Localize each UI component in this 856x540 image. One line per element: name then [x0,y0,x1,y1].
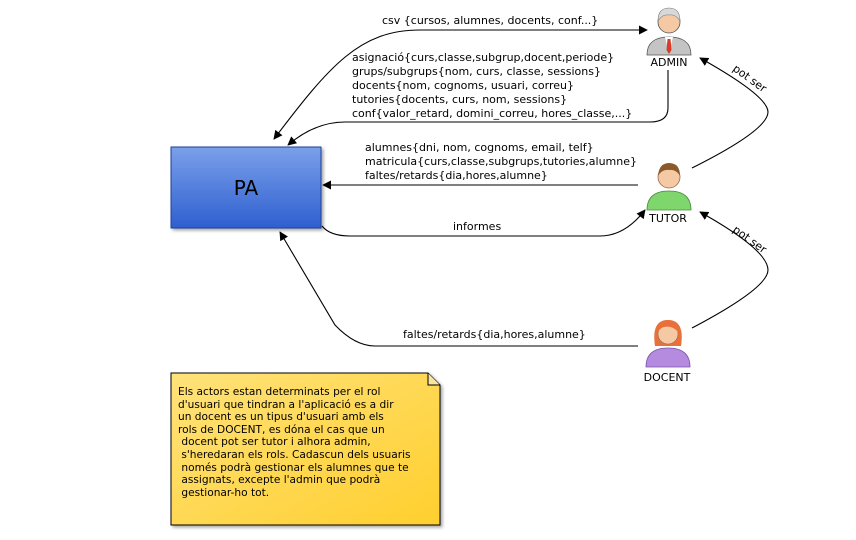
edge-informes-label: informes [453,220,501,233]
edge-admin-to-pa-labels: asignació{curs,classe,subgrup,docent,per… [352,51,632,120]
docent-label: DOCENT [644,371,691,384]
note-line: gestionar-ho tot. [178,486,270,499]
edge-pot-ser-label: pot ser [730,223,769,256]
tutor-label: TUTOR [648,212,687,225]
edge-informes [321,209,646,237]
admin-label: ADMIN [651,56,688,69]
tutor-user-icon [646,163,692,211]
tutor-data-line: alumnes{dni, nom, cognoms, email, telf} [365,141,594,154]
note-line: s'heredaran els rols. Cadascun dels usua… [178,448,411,461]
docent-user-icon [645,320,691,368]
admin-user-icon [646,7,692,56]
edge-docent-to-pa [279,231,638,347]
edge-tutor-pot-ser-admin [691,57,769,169]
pa-label: PA [234,176,259,200]
tutor-data-line: matricula{curs,classe,subgrups,tutories,… [365,155,637,168]
edge-docent-pot-ser-tutor [691,211,769,329]
admin-data-line: asignació{curs,classe,subgrup,docent,per… [352,51,614,64]
admin-data-line: grups/subgrups{nom, curs, classe, sessio… [352,65,601,78]
actor-admin: ADMIN [646,7,692,69]
actor-tutor: TUTOR [646,163,692,225]
tutor-data-line: faltes/retards{dia,hores,alumne} [365,169,548,182]
actor-docent: DOCENT [644,320,691,384]
note-line: assignats, excepte l'admin que podrà [178,474,381,487]
edge-docent-to-pa-label: faltes/retards{dia,hores,alumne} [403,328,586,341]
pa-node: PA [170,146,322,229]
edge-csv-label: csv {cursos, alumnes, docents, conf...} [382,14,598,27]
edge-tutor-to-pa-labels: alumnes{dni, nom, cognoms, email, telf} … [365,141,637,182]
admin-data-line: docents{nom, cognoms, usuari, correu} [352,79,574,92]
edge-csv [273,25,648,140]
note-box [170,372,441,526]
admin-data-line: conf{valor_retard, domini_correu, hores_… [352,107,632,120]
edge-pot-ser-label: pot ser [730,62,769,95]
admin-data-line: tutories{docents, curs, nom, sessions} [352,93,567,106]
note-line: rols de DOCENT, es dóna el cas que un [178,423,385,436]
edge-admin-to-pa [287,70,669,146]
note-line: un docent es un tipus d'usuari amb els [178,411,384,424]
note-line: d'usuari que tindran a l'aplicació es a … [178,398,394,411]
note-line: Els actors estan determinats per el rol [178,386,381,398]
note-line: docent pot ser tutor i alhora admin, [178,436,371,449]
note-line: només podrà gestionar els alumnes que te [178,461,409,474]
